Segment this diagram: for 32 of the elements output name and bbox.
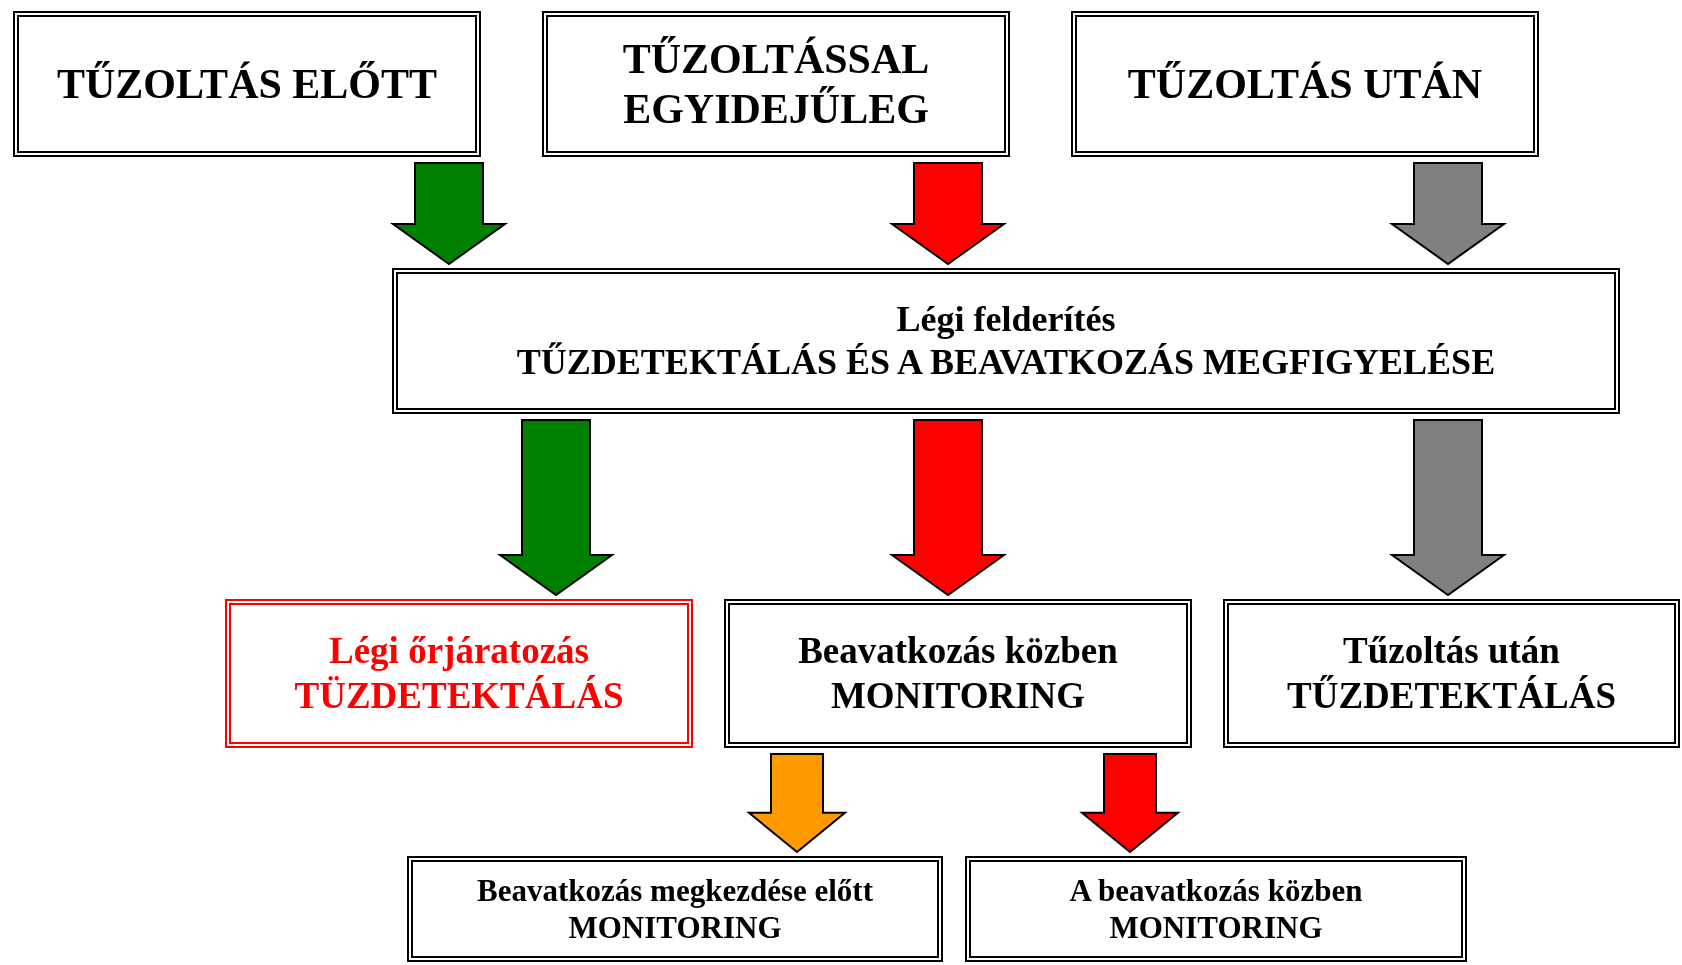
task-box <box>225 599 693 748</box>
block-arrow <box>888 162 1008 266</box>
phase-box <box>1071 11 1539 157</box>
box-title: Beavatkozás közben <box>798 629 1118 674</box>
task-box <box>1223 599 1680 748</box>
phase-box <box>13 11 481 157</box>
box-subtitle: TŰZDETEKTÁLÁS ÉS A BEAVATKOZÁS MEGFIGYELÉSE <box>516 341 1496 384</box>
box-subtitle: TÜZDETEKTÁLÁS <box>294 673 624 718</box>
block-arrow <box>888 419 1008 597</box>
box-title: Tűzoltás után <box>1343 629 1560 674</box>
box-subtitle: TŰZDETEKTÁLÁS <box>1287 673 1616 718</box>
phase-box <box>542 11 1010 157</box>
block-arrow <box>746 753 848 854</box>
box-title: Beavatkozás megkezdése előtt <box>477 871 873 909</box>
process-box <box>392 268 1620 414</box>
box-title: TŰZOLTÁSSAL EGYIDEJŰLEG <box>621 34 931 134</box>
box-title: TŰZOLTÁS UTÁN <box>1127 59 1483 109</box>
box-title: Légi felderítés <box>896 297 1116 341</box>
task-box <box>724 599 1192 748</box>
box-subtitle: MONITORING <box>1109 909 1323 947</box>
subtask-box <box>965 856 1467 962</box>
box-title: A beavatkozás közben <box>1069 871 1363 909</box>
box-subtitle: MONITORING <box>568 909 782 947</box>
box-title: TŰZOLTÁS ELŐTT <box>56 59 438 109</box>
block-arrow <box>1388 419 1508 597</box>
block-arrow <box>389 162 509 266</box>
subtask-box <box>407 856 943 962</box>
block-arrow <box>1079 753 1181 854</box>
box-subtitle: MONITORING <box>830 673 1086 718</box>
box-title: Légi őrjáratozás <box>329 629 589 674</box>
block-arrow <box>1388 162 1508 266</box>
block-arrow <box>496 419 616 597</box>
